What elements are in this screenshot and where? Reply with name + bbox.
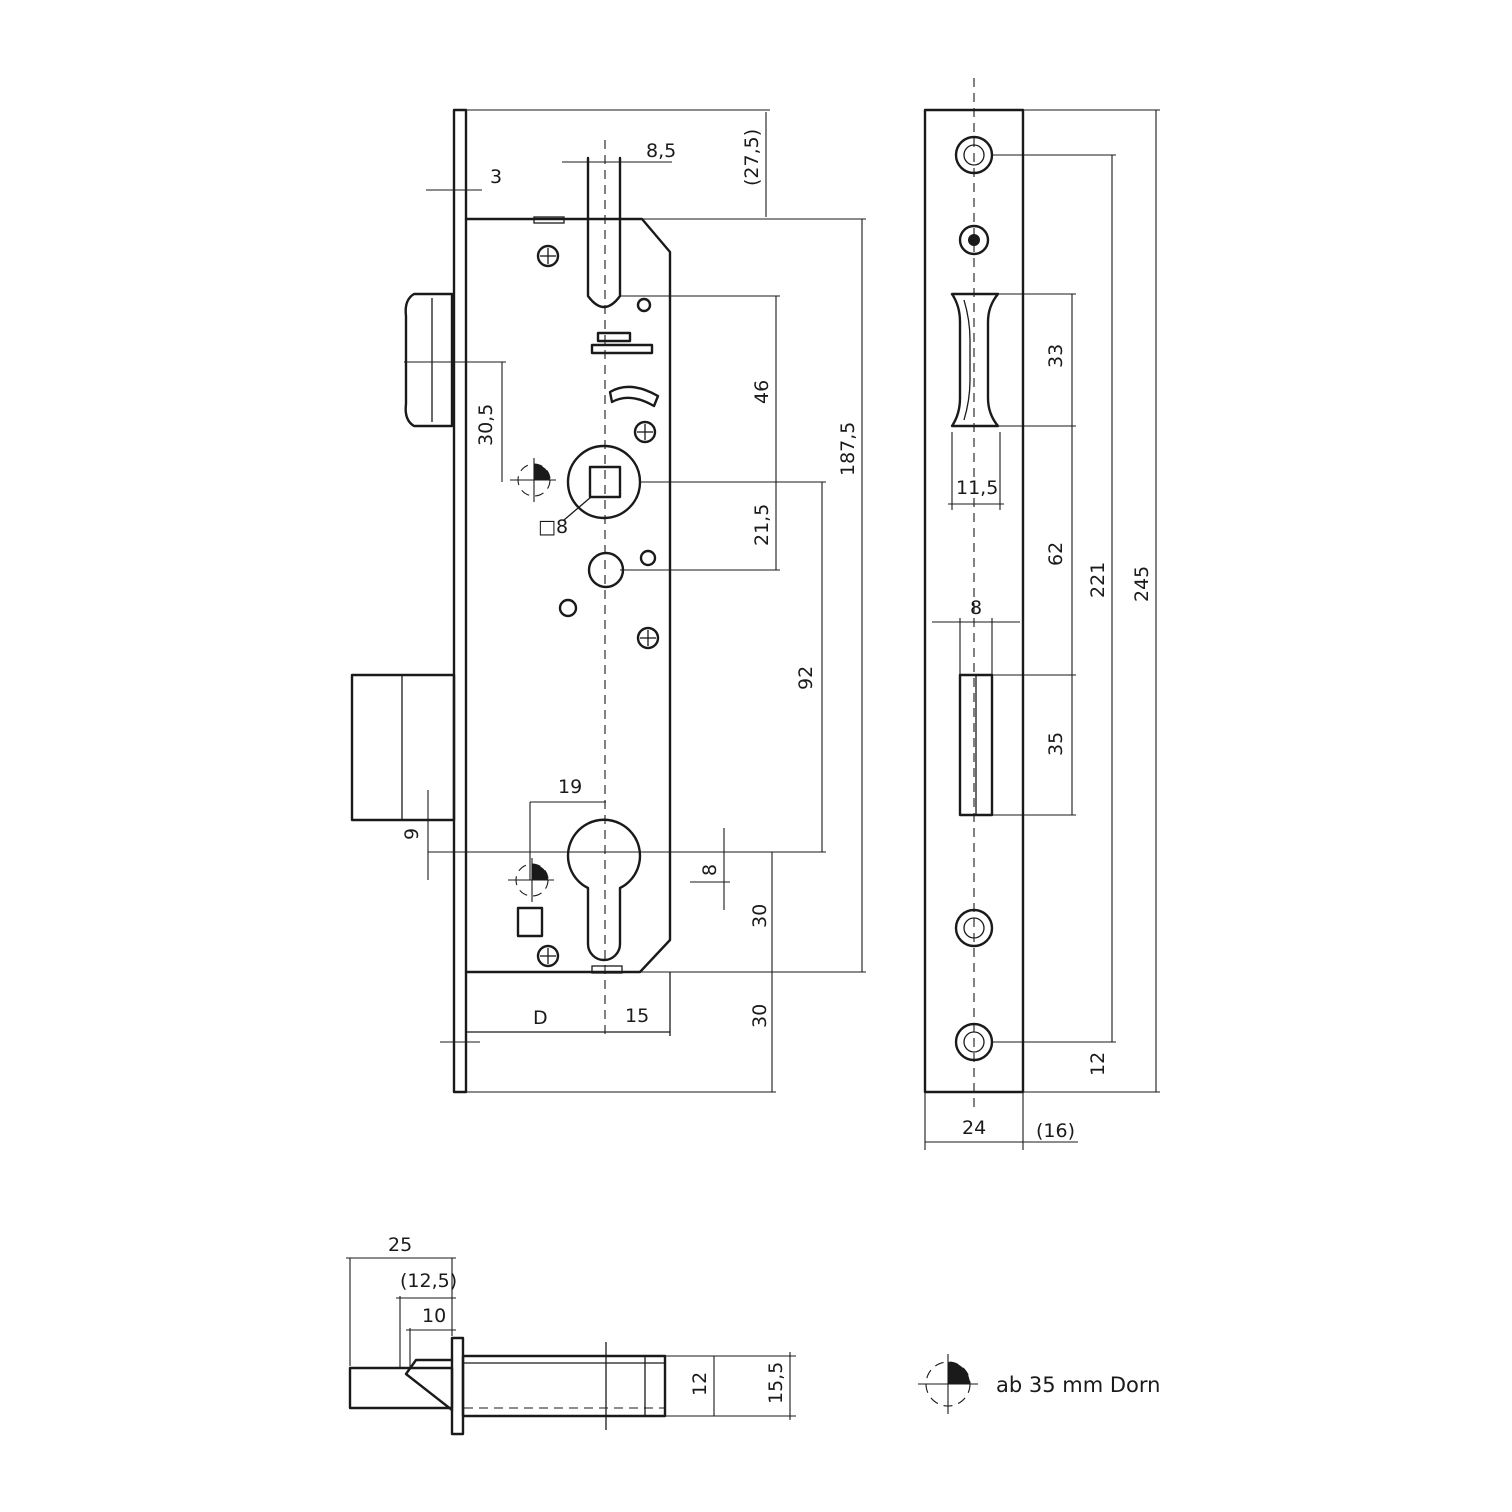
dim-cylinder-to-bottom: 30 [749,904,771,928]
slot-wide [590,343,654,355]
hole-small-1 [636,297,652,313]
dim-latch-offset: 30,5 [475,404,497,446]
dim-faceplate-thickness: 3 [490,166,502,188]
faceplate-screw-3 [954,908,994,948]
hole-small-3 [558,598,578,618]
dorn-symbol-upper [510,458,556,502]
dim-follower-to-square: 46 [751,380,773,404]
screw-low [636,626,660,650]
dim-bolt-offset: 9 [401,828,423,840]
dim-bolt-length: 35 [1045,732,1067,756]
dim-cylinder-to-edge: 15 [625,1005,649,1027]
dim-latch-tip: 10 [422,1305,446,1327]
dim-faceplate-width: 24 [962,1117,986,1139]
dim-top-offset: (27,5) [741,129,763,186]
hole-round [587,551,625,589]
dim-square-to-hole: 21,5 [751,504,773,546]
square-hole [588,465,622,499]
dim-extra-width: (16) [1036,1120,1075,1142]
dim-latch-projection: (12,5) [400,1270,457,1292]
screw-bottom [536,944,560,968]
dim-side-case-height: 15,5 [765,1362,787,1404]
dorn-symbol-lower [508,858,554,902]
side-case [461,1354,667,1418]
screw-top [536,244,560,268]
dim-screw-distance: 221 [1087,562,1109,598]
slot-upper [596,331,632,343]
lock-case [464,217,672,974]
faceplate-view: 33 11,5 62 221 245 8 35 12 24 (16) [923,78,1160,1150]
dim-bottom-screw-offset: 12 [1087,1052,1109,1076]
dim-square-size: □8 [538,516,568,538]
dim-bolt-height: 12 [689,1372,711,1396]
slot-curved [608,385,660,408]
dim-latch-length: 33 [1045,344,1067,368]
dim-backset: D [533,1007,548,1029]
dim-case-height: 187,5 [837,422,859,476]
side-bolt [348,1366,454,1410]
faceplate [452,108,468,1094]
dim-distance-92: 92 [795,666,817,690]
legend-text: ab 35 mm Dorn [996,1373,1160,1397]
side-faceplate [450,1336,465,1436]
hole-small-2 [639,549,657,567]
side-view: 25 (12,5) 10 12 15,5 [346,1234,796,1436]
bolt-opening [958,673,994,817]
latch-opening [950,292,1000,428]
dim-follower-width: 8,5 [646,140,676,162]
dead-bolt [350,673,456,822]
latch [404,292,454,428]
screw-mid [633,420,657,444]
faceplate-screw-2 [958,224,990,256]
follower-slot [586,156,622,309]
dim-bottom-offset: 30 [749,1004,771,1028]
cylinder-cutout [566,818,642,962]
front-view: 3 8,5 (27,5) 30,5 46 □8 21,5 187,5 92 19… [350,108,866,1094]
dim-bolt-projection: 25 [388,1234,412,1256]
small-square [516,906,544,938]
dim-latch-width: 11,5 [956,477,998,499]
legend: ab 35 mm Dorn [918,1354,1160,1414]
front-dimension-lines [404,109,866,1093]
dim-total-length: 245 [1131,566,1153,602]
dim-cylinder-radius: 8 [699,864,721,876]
faceplate-dimension-lines [924,109,1160,1150]
dim-latch-to-bolt: 62 [1045,542,1067,566]
dorn-legend-icon [918,1354,978,1414]
dim-bolt-width: 8 [970,597,982,619]
side-dimension-lines [346,1257,796,1420]
dim-cylinder-offset: 19 [558,776,582,798]
